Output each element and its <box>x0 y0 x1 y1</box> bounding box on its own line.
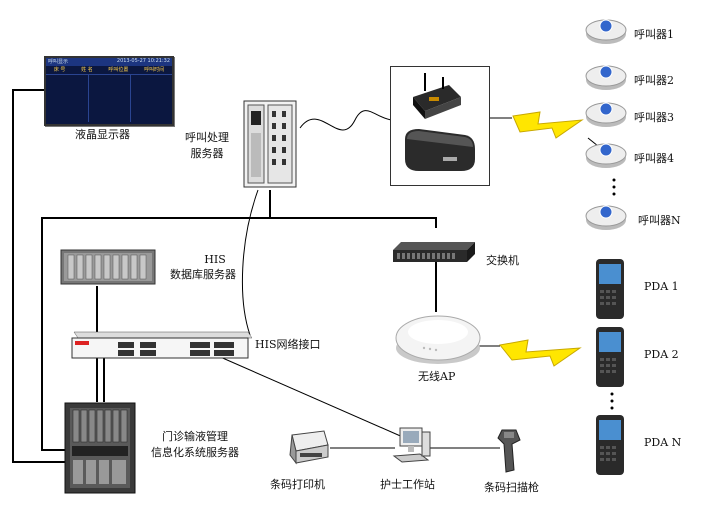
caller-label: 呼叫器2 <box>634 74 674 87</box>
caller-label: 呼叫器N <box>638 214 681 227</box>
lcd-col: 床 号 <box>53 67 66 73</box>
lcd-server-link <box>12 89 70 463</box>
lcd-columns: 床 号 姓 名 呼叫位置 呼叫时间 <box>46 66 172 75</box>
lcd-col: 呼叫位置 <box>108 67 129 73</box>
nurse-link <box>217 355 406 439</box>
barcode-scanner-icon <box>496 428 522 474</box>
call-server-label-2: 服务器 <box>190 147 224 160</box>
pda-ellipsis <box>610 392 614 410</box>
his-db-label-2: 数据库服务器 <box>170 268 236 281</box>
clinic-server-label-1: 门诊输液管理 <box>162 430 228 443</box>
lcd-col: 姓 名 <box>81 67 93 73</box>
wireless-ap-label: 无线AP <box>418 370 456 383</box>
call-server-icon <box>242 97 298 189</box>
lcd-time: 2013-05-27 10:21:32 <box>116 58 170 64</box>
lcd-col: 呼叫时间 <box>144 67 165 73</box>
switch-icon <box>393 240 475 264</box>
caller-label: 呼叫器4 <box>634 152 674 165</box>
pda-icon <box>596 415 624 475</box>
caller4-pointer <box>587 137 599 147</box>
caller-2: 呼叫器2 <box>584 58 704 92</box>
nurse-station-label: 护士工作站 <box>380 478 435 491</box>
lcd-display: 呼叫显示 2013-05-27 10:21:32 床 号 姓 名 呼叫位置 呼叫… <box>44 56 174 126</box>
caller-icon <box>585 19 627 44</box>
his-db-server-icon <box>60 248 156 286</box>
caller-3: 呼叫器3 <box>584 95 704 129</box>
interface-cable <box>241 189 259 336</box>
barcode-printer-icon <box>286 425 330 465</box>
caller-1: 呼叫器1 <box>584 12 704 46</box>
caller-icon <box>585 205 627 230</box>
caller-label: 呼叫器1 <box>634 28 674 41</box>
pda-1: PDA 1 <box>592 258 702 320</box>
caller-ellipsis <box>612 178 616 196</box>
his-db-label-1: HIS <box>204 253 226 266</box>
caller-4: 呼叫器4 <box>584 136 704 170</box>
caller-label: 呼叫器3 <box>634 111 674 124</box>
pda-icon <box>596 259 624 319</box>
lcd-title: 呼叫显示 <box>48 59 69 65</box>
receiver-box <box>390 66 490 186</box>
wireless-ap-icon <box>394 308 482 366</box>
his-interface-label: HIS网络接口 <box>255 338 321 351</box>
caller-n: 呼叫器N <box>584 198 708 232</box>
barcode-scanner-label: 条码扫描枪 <box>484 481 539 494</box>
clinic-server-label-2: 信息化系统服务器 <box>151 446 239 459</box>
wireless-bolt-callers <box>512 111 584 139</box>
main-bus <box>41 217 437 451</box>
pda-label: PDA 2 <box>644 348 679 361</box>
pda-2: PDA 2 <box>592 326 702 388</box>
his-interface-icon <box>70 330 253 360</box>
pda-n: PDA N <box>592 414 702 476</box>
caller-icon <box>585 65 627 90</box>
wireless-bolt-pdas <box>499 339 582 367</box>
receiver-devices <box>405 73 475 171</box>
clinic-server-icon <box>64 402 136 494</box>
caller-icon <box>585 102 627 127</box>
caller-icon <box>585 143 627 168</box>
pda-label: PDA 1 <box>644 280 679 293</box>
lcd-display-label: 液晶显示器 <box>75 128 130 141</box>
nurse-station-icon <box>392 426 432 470</box>
switch-label: 交换机 <box>486 254 519 267</box>
barcode-printer-label: 条码打印机 <box>270 478 325 491</box>
lcd-header: 呼叫显示 2013-05-27 10:21:32 <box>46 58 172 66</box>
receiver-cable <box>299 110 393 131</box>
pda-label: PDA N <box>644 436 682 449</box>
call-server-label-1: 呼叫处理 <box>185 131 229 144</box>
pda-icon <box>596 327 624 387</box>
